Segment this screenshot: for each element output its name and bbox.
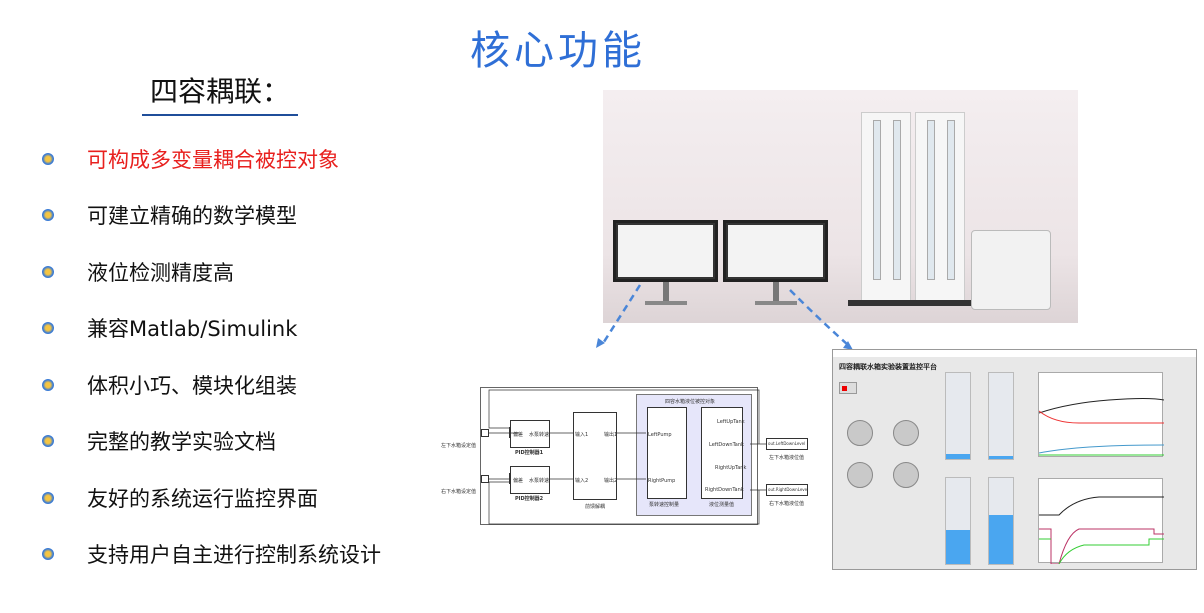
bullet-item: 可构成多变量耦合被控对象 <box>42 144 339 174</box>
pid-block-2 <box>510 466 550 494</box>
diagram-label: 输出1 <box>604 432 618 438</box>
diagram-label: 前馈解耦 <box>585 504 606 510</box>
diagram-label: 液位测量值 <box>709 502 735 508</box>
tank-level-bar <box>945 372 971 460</box>
tank-level-bar <box>988 372 1014 460</box>
bullet-gear-icon <box>42 322 54 334</box>
bullet-item: 友好的系统运行监控界面 <box>42 483 318 513</box>
monitoring-app-window: 四容耦联水箱实验装置监控平台 <box>832 349 1197 570</box>
diagram-label: 输出2 <box>604 478 618 484</box>
plant-subsystem: 四容水箱液位被控对象 LeftPump RightPump 泵转速控制量 Lef… <box>636 394 752 516</box>
diagram-label: 泵转速控制量 <box>649 502 680 508</box>
setpoint-right-block <box>481 475 489 483</box>
diagram-label: LeftDownTank <box>709 442 744 448</box>
diagram-label: PID控制器2 <box>515 496 544 502</box>
diagram-label: LeftPump <box>648 432 672 438</box>
bullet-gear-icon <box>42 492 54 504</box>
monitor-left <box>613 220 718 282</box>
bullet-gear-icon <box>42 266 54 278</box>
tank-rig-left <box>861 112 911 302</box>
bullet-item: 液位检测精度高 <box>42 257 234 287</box>
diagram-label: 左下水箱设定值 <box>441 443 477 449</box>
tank-level-bar <box>988 477 1014 565</box>
setpoint-left-block <box>481 429 489 437</box>
monitor-right <box>723 220 828 282</box>
bullet-item: 兼容Matlab/Simulink <box>42 313 297 343</box>
diagram-label: 输入2 <box>575 478 589 484</box>
diagram-label: 左下水箱液位值 <box>769 455 805 461</box>
tank-level-bar <box>945 477 971 565</box>
diagram-label: LeftUpTank <box>717 419 745 425</box>
diagram-label: 水泵转速 <box>529 432 550 438</box>
slide-title: 核心功能 <box>470 28 646 74</box>
bullet-gear-icon <box>42 435 54 447</box>
section-subtitle: 四容耦联： <box>150 75 291 108</box>
diagram-label: out.RightDownLevel <box>768 487 809 492</box>
product-photo <box>603 90 1078 323</box>
diagram-label: 偏差 <box>513 432 524 438</box>
simulink-diagram: 左下水箱设定值 右下水箱设定值 偏差水泵转速 PID控制器1 偏差水泵转速 PI… <box>441 387 808 525</box>
diagram-label: RightUpTank <box>715 465 747 471</box>
bullet-gear-icon <box>42 153 54 165</box>
tank-rig-right <box>915 112 965 302</box>
bullet-gear-icon <box>42 209 54 221</box>
pump-speed-chart <box>1038 478 1164 565</box>
out-right-block <box>766 484 808 496</box>
diagram-label: PID控制器1 <box>515 450 544 456</box>
diagram-label: RightPump <box>648 478 676 484</box>
control-box <box>971 230 1051 310</box>
bullet-item: 可建立精确的数学模型 <box>42 200 297 230</box>
decoupling-block <box>573 412 617 500</box>
emergency-stop-button[interactable] <box>839 382 857 394</box>
diagram-label: 右下水箱设定值 <box>441 489 477 495</box>
diagram-label: 水泵转速 <box>529 478 550 484</box>
bullet-item: 完整的教学实验文档 <box>42 426 276 456</box>
diagram-label: 右下水箱液位值 <box>769 501 805 507</box>
diagram-label: out.LeftDownLevel <box>768 441 806 446</box>
out-left-block <box>766 438 808 450</box>
diagram-label: RightDownTank <box>705 487 744 493</box>
window-titlebar <box>833 350 1196 357</box>
pid-block-1 <box>510 420 550 448</box>
diagram-label: 偏差 <box>513 478 524 484</box>
bullet-gear-icon <box>42 548 54 560</box>
bullet-item: 支持用户自主进行控制系统设计 <box>42 539 381 569</box>
diagram-label: 输入1 <box>575 432 589 438</box>
monitor-title: 四容耦联水箱实验装置监控平台 <box>839 363 937 371</box>
bullet-item: 体积小巧、模块化组装 <box>42 370 297 400</box>
bullet-gear-icon <box>42 379 54 391</box>
level-trend-chart <box>1038 372 1165 457</box>
diagram-label: 四容水箱液位被控对象 <box>665 399 716 405</box>
subtitle-underline <box>142 114 298 116</box>
